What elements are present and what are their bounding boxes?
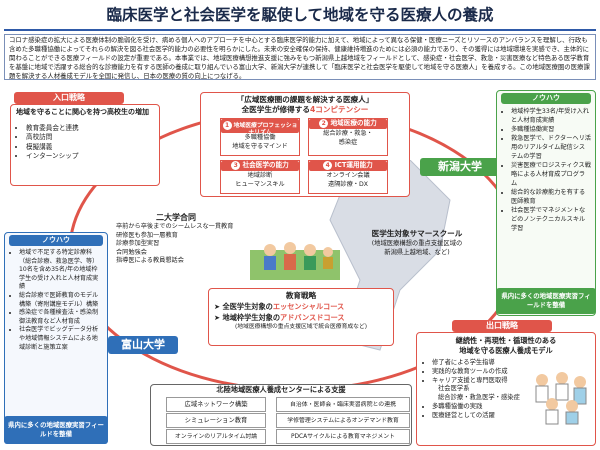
edu-strategy-title: 教育戦略 bbox=[285, 291, 317, 300]
edu-line2: ➤ 地域枠学生対象のアドバンスドコース bbox=[214, 313, 345, 322]
niigata-knowhow-list: 地域枠学生33名/年受け入れと人材育成実績 多職種協働実習 救急医学で、ドクター… bbox=[501, 107, 591, 233]
competency-4-body-2: 遠隔診療・DX bbox=[328, 181, 368, 188]
edu-line1-b: エッセンシャルコース bbox=[272, 302, 345, 311]
list-item: 社会医学系 bbox=[438, 385, 470, 393]
competency-3-head: 3 社会医学の能力 bbox=[221, 161, 299, 171]
edu-line1-a: 全医学生対象の bbox=[222, 302, 273, 311]
support-center-title: 北陸地域医療人養成センターによる支援 bbox=[216, 385, 346, 394]
support-cell-online: オンラインのリアルタイム討論 bbox=[166, 429, 266, 444]
competency-3-body-2: ヒューマンスキル bbox=[235, 181, 285, 188]
list-item: 医療経営としての活躍 bbox=[432, 412, 532, 421]
summer-school-sub1: (地域医療構想の重点支援区域の bbox=[371, 240, 463, 247]
competency-heading1: 「広域医療圏の課題を解決する医療人」 bbox=[236, 95, 374, 104]
list-item: 地域で不足する特定診療科（総合診療、救急医学、等）10名を含め35名/年の地域枠… bbox=[19, 249, 103, 292]
competency-3-head-text: 社会医学の能力 bbox=[242, 161, 289, 169]
edu-foot: (地域医療構想の重点支援区域で統合医療育成など) bbox=[234, 324, 368, 330]
toyama-knowhow-list: 地域で不足する特定診療科（総合診療、救急医学、等）10名を含め35名/年の地域枠… bbox=[9, 249, 103, 352]
entry-strategy-box: 地域を守ることに関心を持つ高校生の増加 教育委員会と連携 高校訪問 模擬講義 イ… bbox=[10, 104, 160, 186]
niigata-knowhow-box: ノウハウ 地域枠学生33名/年受け入れと人材育成実績 多職種協働実習 救急医学で… bbox=[496, 90, 596, 316]
support-cell-network: 広域ネットワーク構築 bbox=[166, 397, 266, 412]
list-item: 社会医学でマネジメントなどのノンテクニカルスキル学習 bbox=[511, 206, 591, 233]
summer-school-sub2: 新潟県上越地域、など) bbox=[384, 249, 450, 256]
niigata-foot: 県内に多くの地域医療実習フィールドを整備 bbox=[496, 288, 596, 314]
joint-item: 診療参加型実習 bbox=[116, 240, 160, 248]
competency-1-num: 1 bbox=[222, 121, 232, 130]
competency-1-body-2: 地域を守るマインド bbox=[232, 143, 288, 150]
support-cell-pdca: PDCAサイクルによる教育マネジメント bbox=[276, 429, 410, 444]
entry-strategy-list: 教育委員会と連携 高校訪問 模擬講義 インターンシップ bbox=[16, 124, 154, 162]
joint-item: 合同勉強会 bbox=[116, 248, 147, 256]
list-item: 修了者による学生指導 bbox=[432, 359, 532, 368]
list-item: 地域枠学生33名/年受け入れと人材育成実績 bbox=[511, 107, 591, 125]
competency-2-num: 2 bbox=[319, 119, 329, 128]
niigata-university-label: 新潟大学 bbox=[420, 158, 500, 176]
toyama-foot: 県内に多くの地域医療実習フィールドを整備 bbox=[4, 416, 108, 444]
list-item: 高校訪問 bbox=[26, 133, 154, 143]
list-item: 総合的な診療能力を有する医師教育 bbox=[511, 188, 591, 206]
entry-strategy-heading: 地域を守ることに関心を持つ高校生の増加 bbox=[16, 108, 149, 116]
list-item: 災害医療でロジスティクス戦略による人材育成プログラム bbox=[511, 161, 591, 188]
competency-1-body-1: 多職種協働 bbox=[244, 134, 276, 141]
list-item: キャリア支援と専門医取得 bbox=[432, 377, 532, 386]
list-item: 総合診療・救急医学・感染症 bbox=[438, 394, 520, 402]
page-title: 臨床医学と社会医学を駆使して地域を守る医療人の養成 bbox=[106, 6, 494, 24]
list-item: 社会医学でビッグデータ分析や地域情報システムによる地域診断と施策立案 bbox=[19, 326, 103, 352]
competency-4-body-1: オンライン会議 bbox=[326, 172, 370, 179]
entry-strategy-title: 入口戦略 bbox=[14, 92, 124, 104]
competency-2: 2 地域医療の能力 総合診療・救急・ 感染症 bbox=[308, 118, 388, 156]
competency-4-num: 4 bbox=[323, 161, 333, 170]
list-item: 教育委員会と連携 bbox=[26, 124, 154, 134]
intro-text: コロナ感染症の拡大による医療体制の脆弱化を受け、病める個人へのアプローチを中心と… bbox=[4, 34, 596, 80]
competency-4-head-text: ICT運用能力 bbox=[334, 161, 373, 169]
competency-4-head: 4 ICT運用能力 bbox=[309, 161, 387, 171]
edu-line2-a: 地域枠学生対象の bbox=[222, 313, 281, 322]
niigata-knowhow-title: ノウハウ bbox=[501, 93, 591, 104]
list-item: 救急医学で、ドクターヘリ活用のリアルタイム配信システムの学習 bbox=[511, 134, 591, 161]
competency-4: 4 ICT運用能力 オンライン会議 遠隔診療・DX bbox=[308, 160, 388, 194]
competency-2-head-text: 地域医療の能力 bbox=[330, 119, 377, 127]
support-cell-ondemand: 学修管理システムによるオンデマンド教育 bbox=[276, 413, 410, 428]
toyama-university-label: 富山大学 bbox=[108, 336, 178, 354]
joint-item: 卒前から卒後までのシームレスな一貫教育 bbox=[116, 223, 234, 230]
competency-2-body-1: 総合診療・救急・ bbox=[323, 130, 373, 137]
list-item: 感染症で各種検査法・感染制御法教育など人材育成 bbox=[19, 309, 103, 326]
exit-heading1: 継続性・再現性・循環性のある bbox=[455, 336, 557, 345]
title-divider bbox=[4, 29, 596, 31]
list-item: 多職種協働実習 bbox=[511, 125, 591, 134]
exit-strategy-title: 出口戦略 bbox=[452, 320, 552, 332]
competency-2-body-2: 感染症 bbox=[338, 139, 358, 146]
list-item: 実践的な教育ツールの作成 bbox=[432, 368, 532, 377]
competency-heading2: 全医学生が修得する4コンピテンシー bbox=[203, 105, 407, 115]
list-item: インターンシップ bbox=[26, 152, 154, 162]
list-item: 模擬講義 bbox=[26, 143, 154, 153]
competency-1-head-text: 地域医療プロフェッショナリズム bbox=[233, 123, 298, 136]
exit-heading2: 地域を守る医療人養成モデル bbox=[459, 346, 553, 355]
summer-school-title: 医学生対象サマースクール bbox=[371, 229, 463, 238]
exit-list: 修了者による学生指導 実践的な教育ツールの作成 キャリア支援と専門医取得 社会医… bbox=[422, 359, 532, 421]
support-cell-simulation: シミュレーション教育 bbox=[166, 413, 266, 428]
toyama-knowhow-box: ノウハウ 地域で不足する特定診療科（総合診療、救急医学、等）10名を含め35名/… bbox=[4, 232, 108, 444]
joint-item: 研修医も参加一層教育 bbox=[116, 231, 178, 239]
edu-strategy-box: 教育戦略 ➤ 全医学生対象のエッセンシャルコース ➤ 地域枠学生対象のアドバンス… bbox=[208, 288, 394, 346]
competency-3-body-1: 地域診断 bbox=[247, 172, 273, 179]
competency-1-head: 1 地域医療プロフェッショナリズム bbox=[221, 119, 299, 136]
support-cell-collaboration: 自治体・医師会・臨床実習病院との連携 bbox=[276, 397, 410, 412]
competency-3: 3 社会医学の能力 地域診断 ヒューマンスキル bbox=[220, 160, 300, 194]
joint-title: 二大学合同 bbox=[156, 213, 196, 222]
students-illustration-icon bbox=[250, 242, 340, 280]
joint-box: 二大学合同 卒前から卒後までのシームレスな一貫教育 研修医も参加一層教育 診療参… bbox=[116, 212, 236, 272]
doctors-illustration-icon bbox=[535, 372, 587, 425]
competency-1: 1 地域医療プロフェッショナリズム 多職種協働 地域を守るマインド bbox=[220, 118, 300, 156]
edu-line2-b: アドバンスドコース bbox=[280, 313, 345, 322]
list-item: 総合診療で医師教育のモデル構築（寄附講座モデル）構築 bbox=[19, 292, 103, 309]
edu-line1: ➤ 全医学生対象のエッセンシャルコース bbox=[214, 302, 345, 311]
competency-heading2-a: 全医学生が修得する bbox=[241, 105, 310, 114]
toyama-knowhow-title: ノウハウ bbox=[9, 235, 103, 246]
competency-3-num: 3 bbox=[231, 161, 241, 170]
summer-school-box: 医学生対象サマースクール (地域医療構想の重点支援区域の 新潟県上越地域、など) bbox=[342, 228, 492, 268]
competency-heading2-b: 4コンピテンシー bbox=[309, 105, 369, 114]
joint-item: 指導医による教員懇話会 bbox=[116, 257, 184, 265]
competency-2-head: 2 地域医療の能力 bbox=[309, 119, 387, 129]
list-item: 多職種協働の実践 bbox=[432, 403, 532, 412]
